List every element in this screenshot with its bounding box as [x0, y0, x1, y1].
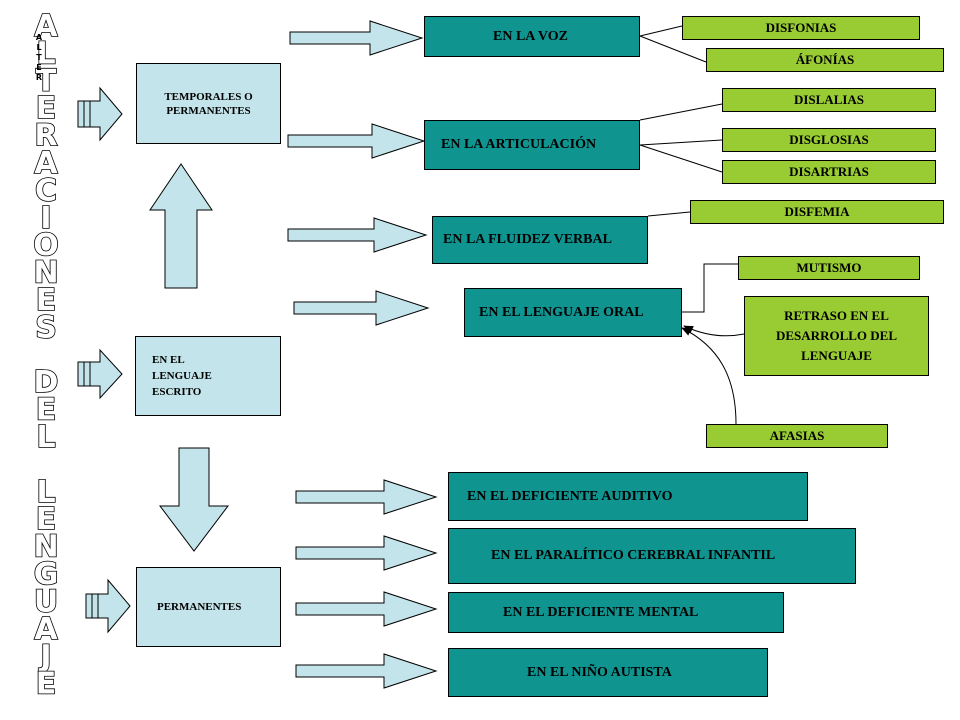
- title-letter: L: [36, 36, 55, 71]
- line-voz-disfonias: [639, 25, 683, 37]
- box-escrito-label: EN EL LENGUAJE ESCRITO: [152, 354, 212, 398]
- title-letter: A: [34, 612, 58, 647]
- box-autista: EN EL NIÑO AUTISTA: [448, 648, 768, 697]
- block-arrow-left-3: [85, 578, 131, 634]
- down-arrow: [158, 447, 230, 552]
- title-letter: G: [34, 557, 59, 592]
- title-letter: O: [33, 228, 59, 263]
- box-disfonias: DISFONIAS: [682, 16, 920, 40]
- line-oral-retraso: [683, 325, 745, 337]
- title-letter: E: [36, 91, 57, 126]
- box-paralitico: EN EL PARALÍTICO CEREBRAL INFANTIL: [448, 528, 856, 584]
- box-paralitico-label: EN EL PARALÍTICO CEREBRAL INFANTIL: [491, 548, 776, 563]
- box-disglosias-label: DISGLOSIAS: [789, 132, 869, 147]
- box-afasias: AFASIAS: [706, 424, 888, 448]
- box-temporales: TEMPORALES O PERMANENTES: [136, 63, 281, 144]
- box-dislalias-label: DISLALIAS: [793, 92, 865, 107]
- box-permanentes-label: PERMANENTES: [157, 601, 242, 613]
- box-escrito: EN EL LENGUAJE ESCRITO: [135, 336, 281, 416]
- box-afasias-label: AFASIAS: [769, 428, 825, 443]
- box-auditivo-label: EN EL DEFICIENTE AUDITIVO: [467, 488, 673, 504]
- box-mutismo-label: MUTISMO: [796, 260, 862, 275]
- box-afonias-label: ÁFONÍAS: [795, 52, 855, 67]
- title-letter: S: [35, 310, 57, 345]
- title-small-letter: R: [36, 73, 42, 82]
- line-afasias-oral: [681, 327, 737, 425]
- arrow-to-articulacion: [287, 123, 426, 159]
- title-small-letter: E: [36, 63, 41, 72]
- box-mutismo: MUTISMO: [738, 256, 920, 280]
- box-voz-label: EN LA VOZ: [493, 28, 568, 44]
- box-disfemia-label: DISFEMIA: [784, 204, 850, 219]
- box-voz: EN LA VOZ: [424, 16, 640, 57]
- box-auditivo: EN EL DEFICIENTE AUDITIVO: [448, 472, 808, 521]
- box-temporales-label: TEMPORALES O PERMANENTES: [164, 90, 253, 117]
- title-letter: L: [36, 475, 55, 510]
- title-letter: C: [35, 173, 57, 208]
- box-disartrias-label: DISARTRIAS: [789, 164, 869, 179]
- box-fluidez: EN LA FLUIDEZ VERBAL: [432, 216, 648, 264]
- title-letter: N: [33, 530, 58, 565]
- block-arrow-left-1: [77, 86, 123, 142]
- title-small-letter: T: [36, 53, 42, 62]
- line-oral-mutismo: [682, 263, 738, 313]
- line-art-dislalias: [639, 103, 723, 121]
- title-letter: E: [36, 283, 57, 318]
- arrow-to-auditivo: [295, 479, 438, 515]
- box-dislalias: DISLALIAS: [722, 88, 936, 112]
- title-letter: R: [34, 119, 57, 154]
- title-letter: A: [34, 146, 58, 181]
- title-letter: E: [36, 393, 57, 428]
- box-mental: EN EL DEFICIENTE MENTAL: [448, 592, 784, 633]
- title-letter: A: [34, 12, 58, 44]
- arrow-to-autista: [295, 653, 438, 689]
- box-permanentes: PERMANENTES: [136, 567, 281, 647]
- box-disartrias: DISARTRIAS: [722, 160, 936, 184]
- box-oral-label: EN EL LENGUAJE ORAL: [479, 304, 644, 320]
- box-disfonias-label: DISFONIAS: [765, 20, 837, 35]
- title-letter: I: [40, 201, 51, 236]
- block-arrow-left-2: [77, 348, 123, 400]
- box-fluidez-label: EN LA FLUIDEZ VERBAL: [443, 232, 612, 247]
- title-small-letter: A: [36, 33, 43, 42]
- box-disglosias: DISGLOSIAS: [722, 128, 936, 152]
- line-art-disglosias: [639, 139, 723, 146]
- arrow-to-paralitico: [295, 535, 438, 571]
- title-letter: J: [38, 639, 51, 674]
- arrow-to-mental: [295, 591, 438, 627]
- box-mental-label: EN EL DEFICIENTE MENTAL: [503, 604, 699, 620]
- box-afonias: ÁFONÍAS: [706, 48, 944, 72]
- box-articulacion: EN LA ARTICULACIÓN: [424, 120, 640, 170]
- arrow-to-fluidez: [287, 217, 428, 253]
- box-disfemia: DISFEMIA: [690, 200, 944, 224]
- arrow-to-voz: [289, 20, 424, 56]
- title-letter: E: [36, 502, 57, 537]
- title-letter: L: [36, 420, 55, 455]
- line-fluidez-disfemia: [647, 211, 691, 217]
- line-art-disartrias: [639, 144, 723, 173]
- box-retraso-label: RETRASO EN EL DESARROLLO DEL LENGUAJE: [776, 308, 897, 363]
- box-oral: EN EL LENGUAJE ORAL: [464, 288, 682, 337]
- title-letter: N: [33, 256, 58, 291]
- title-letter: E: [36, 667, 57, 702]
- title-letter: D: [34, 365, 59, 400]
- box-autista-label: EN EL NIÑO AUTISTA: [527, 664, 672, 680]
- up-arrow: [149, 163, 213, 289]
- title-letter: T: [36, 64, 57, 99]
- title-letter: U: [34, 584, 58, 619]
- box-articulacion-label: EN LA ARTICULACIÓN: [441, 137, 597, 152]
- arrow-to-oral: [293, 290, 430, 326]
- title-small-letter: L: [36, 43, 41, 52]
- box-retraso: RETRASO EN EL DESARROLLO DEL LENGUAJE: [744, 296, 929, 376]
